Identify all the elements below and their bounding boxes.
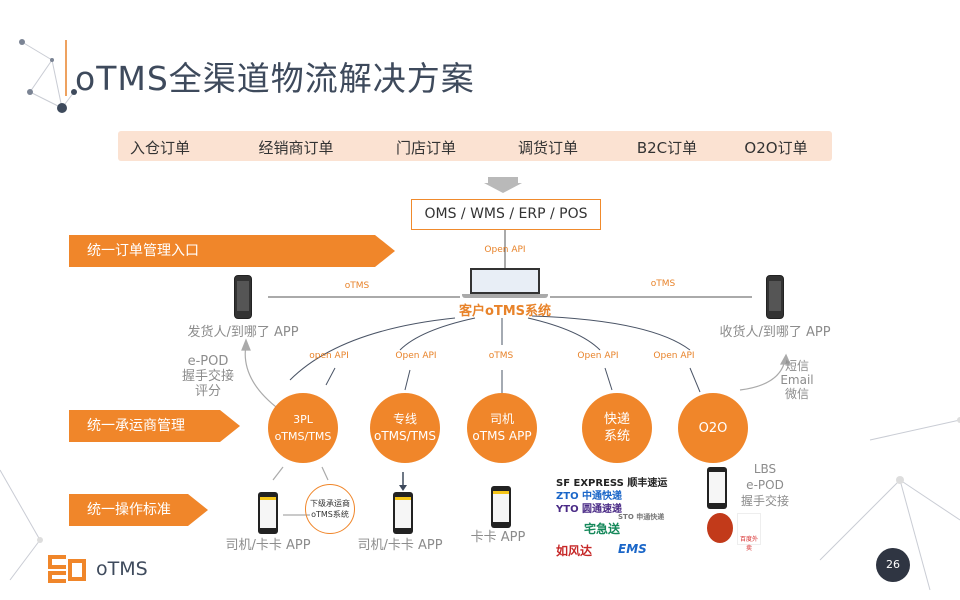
order-type: 经销商订单 xyxy=(258,139,334,157)
node-express: 快递系统 xyxy=(582,393,652,463)
page-number: 26 xyxy=(876,548,910,582)
kaka-phone-icon xyxy=(491,486,511,528)
api-label: Open API xyxy=(395,351,437,361)
api-label: Open API xyxy=(577,351,619,361)
yto-logo: YTO 圆通速递 xyxy=(556,504,623,515)
order-types-bar: 入仓订单 经销商订单 门店订单 调货订单 B2C订单 O2O订单 xyxy=(118,131,832,161)
laptop-icon xyxy=(462,268,548,298)
otms-logo-icon xyxy=(48,555,88,585)
source-systems-box: OMS / WMS / ERP / POS xyxy=(411,199,601,230)
receiver-phone-icon xyxy=(766,275,784,319)
link-label: oTMS xyxy=(650,279,676,289)
zto-logo: ZTO 中通快递 xyxy=(556,491,623,502)
feature: 短信 xyxy=(784,359,810,373)
shipper-phone-icon xyxy=(234,275,252,319)
node-o2o: O2O xyxy=(678,393,748,463)
kaka-app-label: 卡卡 APP xyxy=(470,530,526,545)
right-features: 短信 Email 微信 xyxy=(780,359,813,401)
api-label: oTMS xyxy=(488,351,514,361)
banner-order-entry: 统一订单管理入口 xyxy=(69,235,395,267)
feature: 微信 xyxy=(784,387,810,401)
customer-system-label: 客户oTMS系统 xyxy=(458,304,552,319)
driver-app-label: 司机/卡卡 APP xyxy=(225,538,311,553)
shipper-app-label: 发货人/到哪了 APP xyxy=(187,325,299,340)
o2o-brand-logo xyxy=(707,513,733,543)
feature: Email xyxy=(780,373,814,387)
ems-logo: EMS xyxy=(618,542,647,556)
order-type: 入仓订单 xyxy=(129,139,191,157)
sf-logo: SF EXPRESS 顺丰速运 xyxy=(556,478,668,489)
order-type: 调货订单 xyxy=(517,139,579,157)
driver-app-label: 司机/卡卡 APP xyxy=(357,538,443,553)
feature: e-POD xyxy=(187,354,229,369)
zjs-logo: 宅急送 xyxy=(584,522,621,536)
order-type: B2C订单 xyxy=(636,139,698,157)
o2o-phone-icon xyxy=(707,467,727,509)
banner-carrier-management: 统一承运商管理 xyxy=(69,410,240,442)
order-type: O2O订单 xyxy=(744,139,808,157)
driver-phone-icon xyxy=(393,492,413,534)
baidu-waimai-logo: 百度外卖 xyxy=(737,513,761,552)
api-label: open API xyxy=(309,351,349,361)
brand-name: oTMS xyxy=(96,558,148,580)
rufengda-logo: 如风达 xyxy=(556,544,593,558)
open-api-label: Open API xyxy=(484,245,526,255)
receiver-app-label: 收货人/到哪了 APP xyxy=(719,325,831,340)
page-title: oTMS全渠道物流解决方案 xyxy=(75,59,475,98)
sto-logo: STO 申通快递 xyxy=(618,513,665,521)
driver-phone-icon xyxy=(258,492,278,534)
feature: 握手交接 xyxy=(181,369,235,384)
order-type: 门店订单 xyxy=(395,139,457,157)
link-label: oTMS xyxy=(344,281,370,291)
banner-operation-standard: 统一操作标准 xyxy=(69,494,208,526)
left-features: e-POD 握手交接 评分 xyxy=(182,354,234,399)
api-label: Open API xyxy=(653,351,695,361)
feature: 评分 xyxy=(194,384,222,399)
